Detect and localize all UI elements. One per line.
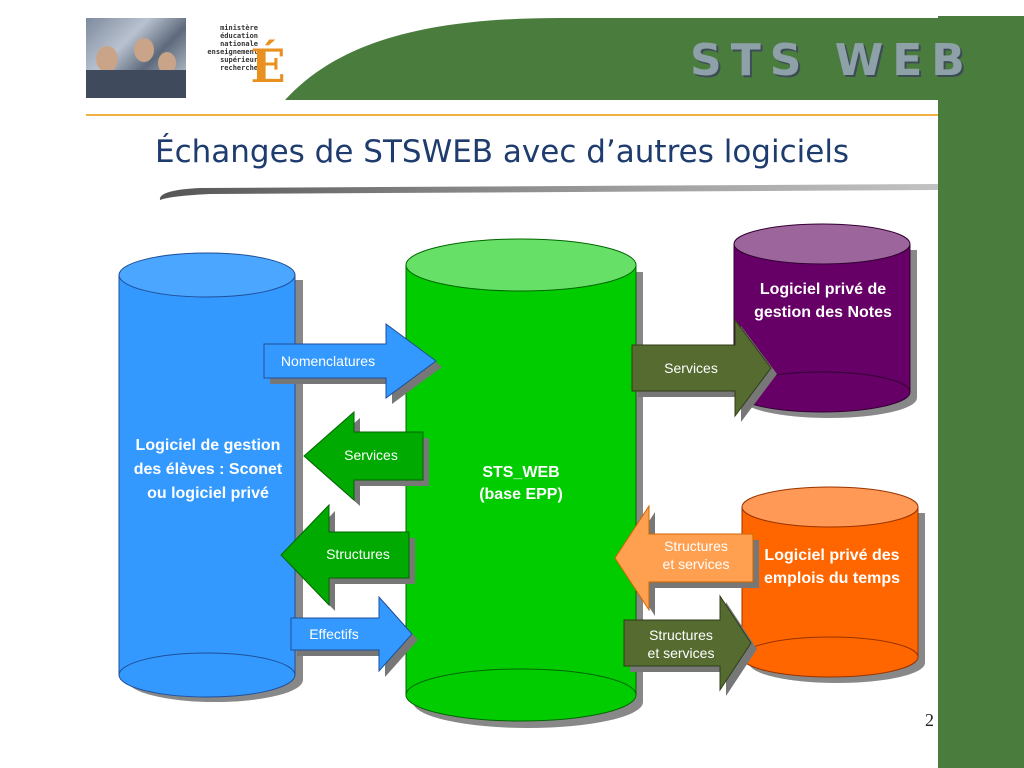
label-stsweb-line2: (base EPP) bbox=[479, 486, 563, 503]
arrow-label-services-notes: Services bbox=[664, 360, 718, 376]
cylinder-stsweb bbox=[405, 238, 643, 728]
page-number: 2 bbox=[925, 710, 934, 730]
students-photo bbox=[86, 18, 186, 98]
arrow-label-line: et services bbox=[647, 645, 715, 661]
arrow-label-nomenclatures: Nomenclatures bbox=[280, 353, 376, 369]
arrow-label-line: et services bbox=[662, 556, 730, 572]
ministry-line: éducation bbox=[220, 32, 258, 40]
ministry-line: recherche bbox=[220, 64, 258, 72]
arrow-nomenclatures bbox=[263, 323, 442, 404]
brand-title: STS WEB bbox=[690, 35, 974, 86]
ministry-name: ministère éducation nationale enseigneme… bbox=[202, 24, 258, 72]
arrow-label-structures-left: Structures bbox=[326, 546, 390, 562]
arrow-services-left bbox=[303, 410, 429, 506]
arrow-structures-left bbox=[280, 503, 415, 611]
label-notes: Logiciel privé de gestion des Notes bbox=[754, 281, 892, 321]
label-stsweb: STS_WEB (base EPP) bbox=[420, 462, 622, 506]
label-emplois: Logiciel privé des emplois du temps bbox=[763, 547, 901, 587]
arrow-label-structures-services-out: Structures et services bbox=[626, 626, 736, 662]
ministry-line: ministère bbox=[220, 24, 258, 32]
cylinder-emplois bbox=[741, 486, 925, 683]
arrow-label-line: Structures bbox=[664, 538, 728, 554]
cylinder-notes bbox=[733, 223, 917, 418]
ministry-line: enseignement bbox=[207, 48, 258, 56]
header-banner bbox=[285, 18, 938, 100]
label-eleves: Logiciel de gestion des élèves : Sconet … bbox=[133, 437, 283, 502]
page-title: Échanges de STSWEB avec d’autres logicie… bbox=[155, 134, 850, 170]
arrow-label-effectifs: Effectifs bbox=[309, 626, 359, 642]
cylinder-eleves bbox=[118, 252, 303, 702]
side-bar bbox=[938, 16, 1024, 768]
ministry-line: supérieur bbox=[220, 56, 258, 64]
arrow-label-line: Structures bbox=[649, 627, 713, 643]
title-underline bbox=[159, 184, 939, 200]
arrow-label-services-left: Services bbox=[344, 447, 398, 463]
arrow-structures-services-out bbox=[623, 594, 757, 696]
header-divider bbox=[86, 114, 938, 116]
label-stsweb-line1: STS_WEB bbox=[482, 464, 560, 481]
ministry-logo-icon: É bbox=[250, 39, 286, 93]
arrow-effectifs bbox=[290, 595, 418, 677]
arrow-structures-services-in bbox=[614, 504, 759, 616]
arrow-services-notes bbox=[631, 318, 777, 422]
arrow-label-structures-services-in: Structures et services bbox=[640, 537, 752, 573]
ministry-line: nationale bbox=[220, 40, 258, 48]
